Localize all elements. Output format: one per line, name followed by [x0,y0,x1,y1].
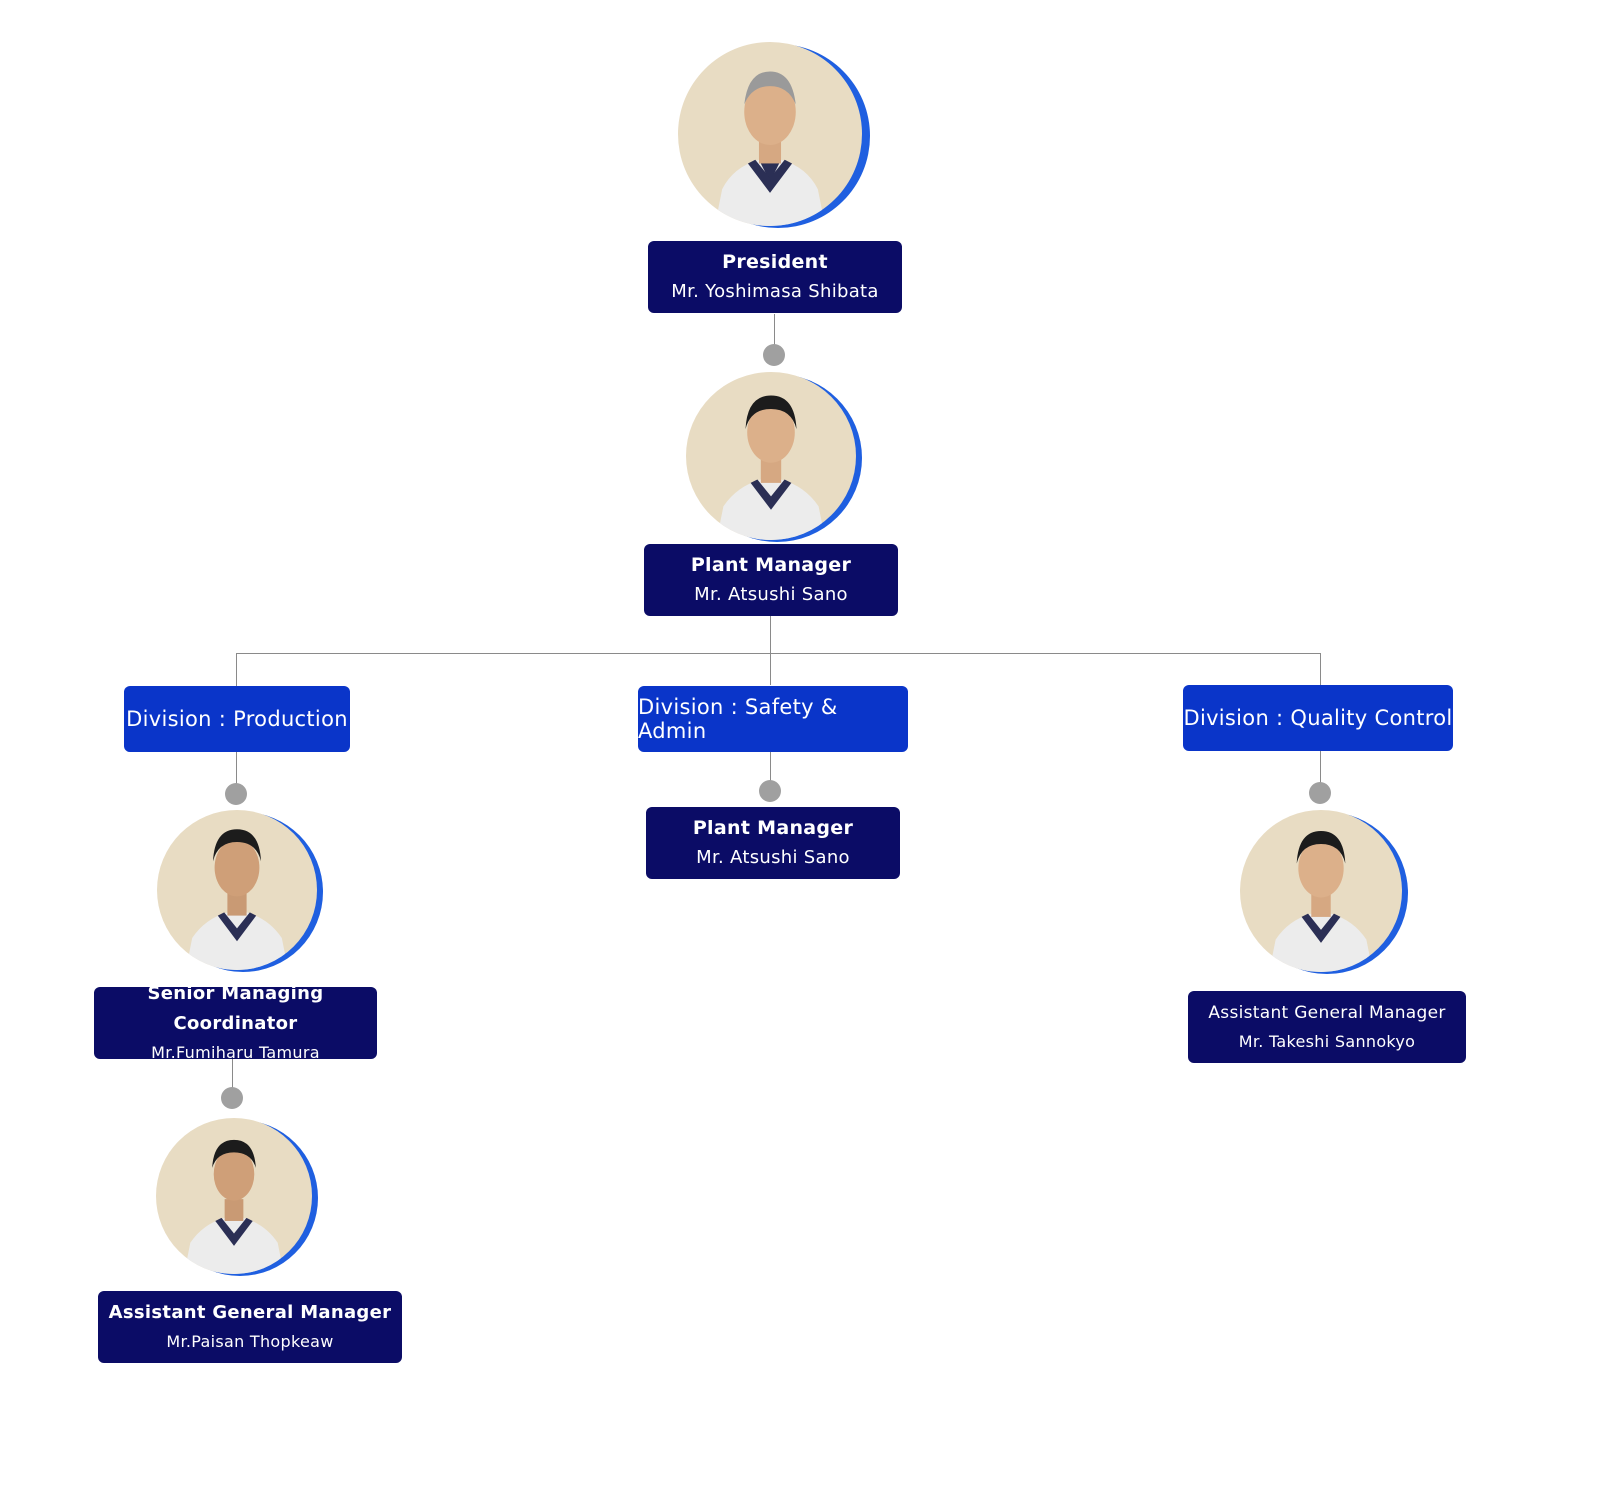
connector-branch-horizontal [236,653,1321,654]
person-name: Mr. Atsushi Sano [696,847,850,868]
person-name: Mr.Fumiharu Tamura [151,1043,320,1062]
role-title: Plant Manager [692,817,854,839]
person-name: Mr. Takeshi Sannokyo [1238,1032,1416,1051]
production-agm-photo [156,1118,318,1276]
person-name: Mr. Yoshimasa Shibata [671,281,879,302]
coordinator-photo [157,810,323,972]
role-title: Assistant General Manager [108,1302,392,1323]
role-title: Senior Managing Coordinator [147,983,324,1034]
person-name: Mr. Atsushi Sano [694,584,848,605]
connector-dot [1309,782,1331,804]
connector-safety-manager [770,752,771,791]
connector-plant-branch [770,615,771,685]
connector-president-plant [774,314,775,354]
connector-quality-agm [1320,751,1321,793]
connector-branch-quality [1320,653,1321,686]
person-icon [1269,831,1373,972]
person-icon [716,395,826,540]
division-quality-control: Division : Quality Control [1183,685,1453,751]
person-icon [714,71,826,226]
person-name: Mr.Paisan Thopkeaw [166,1332,334,1351]
president-card: President Mr. Yoshimasa Shibata [648,241,902,313]
plant-manager-photo [686,372,862,542]
role-title: Assistant General Manager [1208,1003,1446,1023]
connector-dot [225,783,247,805]
connector-production-coordinator [236,752,237,794]
president-photo [678,42,870,230]
division-production: Division : Production [124,686,350,752]
safety-admin-manager-card: Plant Manager Mr. Atsushi Sano [646,807,900,879]
role-title: Plant Manager [690,554,852,576]
connector-branch-production [236,653,237,686]
connector-coordinator-agm [232,1058,233,1098]
person-icon [184,1139,284,1274]
coordinator-card: Senior Managing Coordinator Mr.Fumiharu … [94,983,377,1062]
connector-dot [759,780,781,802]
role-title: President [722,251,828,273]
connector-dot [763,344,785,366]
person-icon [185,829,289,970]
quality-agm-card: Assistant General Manager Mr. Takeshi Sa… [1188,991,1466,1063]
connector-dot [221,1087,243,1109]
plant-manager-card: Plant Manager Mr. Atsushi Sano [644,544,898,616]
division-safety-admin: Division : Safety & Admin [638,686,908,752]
quality-agm-photo [1240,810,1408,974]
production-agm-card: Assistant General Manager Mr.Paisan Thop… [98,1291,402,1363]
